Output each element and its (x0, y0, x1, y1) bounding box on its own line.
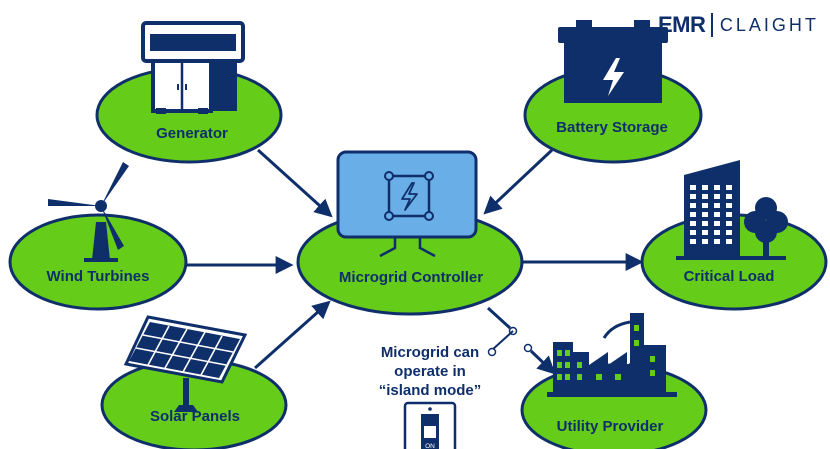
building-window (714, 221, 720, 226)
building-window (726, 203, 732, 208)
building-window (702, 230, 708, 235)
building-window (726, 221, 732, 226)
critical-load-label: Critical Load (684, 268, 775, 285)
building-window (702, 194, 708, 199)
building-window (714, 203, 720, 208)
battery-storage-label: Battery Storage (556, 119, 668, 136)
building-window (726, 239, 732, 244)
building-window (702, 185, 708, 190)
building-window (726, 194, 732, 199)
building-window (690, 212, 696, 217)
building-window (702, 239, 708, 244)
building-window (702, 203, 708, 208)
brand-divider (711, 13, 713, 37)
island-note-line-1: Microgrid can (381, 344, 479, 361)
building-window (714, 185, 720, 190)
brand-name: CLAIGHT (719, 14, 819, 35)
utility-provider-label: Utility Provider (557, 418, 664, 435)
solar-panels-label: Solar Panels (150, 408, 240, 425)
microgrid-controller-label: Microgrid Controller (339, 269, 483, 286)
tree-icon (676, 197, 788, 260)
controller-icon (336, 150, 478, 258)
building-window (690, 221, 696, 226)
building-window (726, 212, 732, 217)
building-window (714, 230, 720, 235)
building-icon (684, 160, 740, 258)
factory-icon (547, 313, 677, 397)
building-window (726, 230, 732, 235)
island-note-line-2: operate in (394, 363, 466, 380)
building-window (714, 194, 720, 199)
building-window (690, 239, 696, 244)
building-window (690, 203, 696, 208)
building-window (690, 194, 696, 199)
island-note-line-3: “island mode” (379, 382, 482, 399)
building-window (690, 185, 696, 190)
switch-on-label: ON (425, 443, 435, 449)
arrow-solar-to-controller (254, 300, 331, 370)
battery-icon (558, 20, 668, 103)
generator-icon (141, 21, 245, 114)
building-window (702, 212, 708, 217)
brand-mark: EMR (658, 12, 706, 37)
brand-logo: EMR CLAIGHT (658, 8, 819, 42)
arrow-generator-to-controller (256, 148, 333, 218)
island-mode-note: Microgrid can operate in “island mode” (379, 344, 482, 399)
wind-turbines-label: Wind Turbines (47, 268, 150, 285)
arrow-battery-to-controller (483, 148, 554, 215)
building-window (702, 221, 708, 226)
building-window (714, 212, 720, 217)
building-window (714, 239, 720, 244)
light-switch-icon: ON (403, 401, 457, 449)
generator-label: Generator (156, 125, 228, 142)
building-window (690, 230, 696, 235)
solar-panel-icon (123, 315, 248, 412)
wind-turbine-icon (48, 162, 129, 262)
island-disconnect-switch (486, 306, 556, 375)
building-window (726, 185, 732, 190)
